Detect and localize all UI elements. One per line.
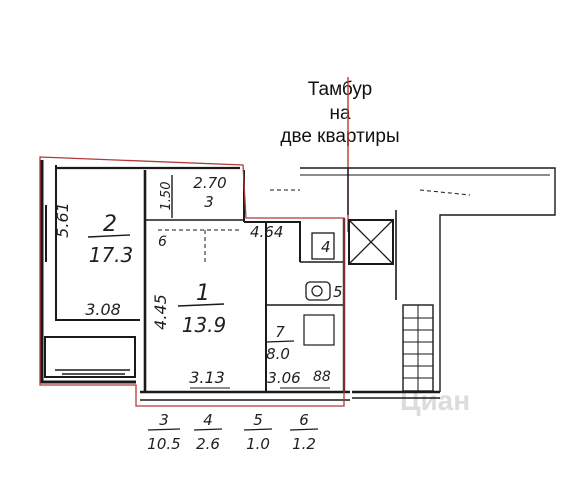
dashed-lines (158, 189, 471, 265)
room-1-bottom-dim: 3.13 (189, 368, 225, 387)
room-3-top-dim: 2.70 (193, 174, 226, 192)
room-1-side-dim: 4.45 (151, 294, 170, 330)
room-7-number: 7 (275, 323, 285, 341)
callout-line-3: две квартиры (280, 126, 399, 147)
room-2-number: 2 (103, 212, 117, 237)
callout-line-2: на (329, 103, 350, 124)
room-7-area: 8.0 (266, 345, 290, 363)
legend-num-5: 5 (253, 411, 263, 429)
mark-4-label: 4 (321, 238, 331, 256)
mark-5-label: 5 (333, 283, 343, 301)
room-2-bottom-dim: 3.08 (85, 300, 121, 319)
legend-area-6: 1.2 (292, 435, 316, 453)
watermark: Циан (400, 385, 470, 416)
room-2: 2 17.3 5.61 3.08 (53, 202, 133, 319)
area-legend: 3 10.5 4 2.6 5 1.0 6 1.2 (147, 411, 319, 453)
stove-label: 88 (313, 369, 331, 385)
room-2-area: 17.3 (89, 243, 134, 267)
corridor-width-label: 4.64 (250, 223, 283, 241)
callout: Тамбур на две квартиры (280, 77, 400, 232)
walls (40, 160, 556, 401)
room-2-side-dim: 5.61 (53, 202, 72, 238)
room-3-number: 3 (204, 193, 214, 211)
legend-num-6: 6 (299, 411, 309, 429)
apartment-outline (39, 156, 345, 407)
room-7-bottom-dim: 3.06 (267, 369, 300, 387)
mark-6-label: 6 (158, 234, 167, 250)
room-3-side-dim: 1.50 (159, 182, 174, 211)
room-1: 1 13.9 4.45 3.13 (151, 281, 226, 387)
misc-labels: 4.64 6 4 5 88 (158, 223, 343, 385)
room-3: 2.70 3 1.50 (159, 174, 227, 211)
legend-area-4: 2.6 (196, 435, 220, 453)
legend-num-4: 4 (203, 411, 213, 429)
legend-area-3: 10.5 (147, 435, 180, 453)
room-7: 7 8.0 3.06 (265, 323, 301, 387)
room-1-area: 13.9 (182, 313, 227, 337)
callout-line-1: Тамбур (308, 79, 373, 100)
legend-area-5: 1.0 (246, 435, 270, 453)
legend-num-3: 3 (159, 411, 169, 429)
room-1-number: 1 (196, 281, 210, 306)
